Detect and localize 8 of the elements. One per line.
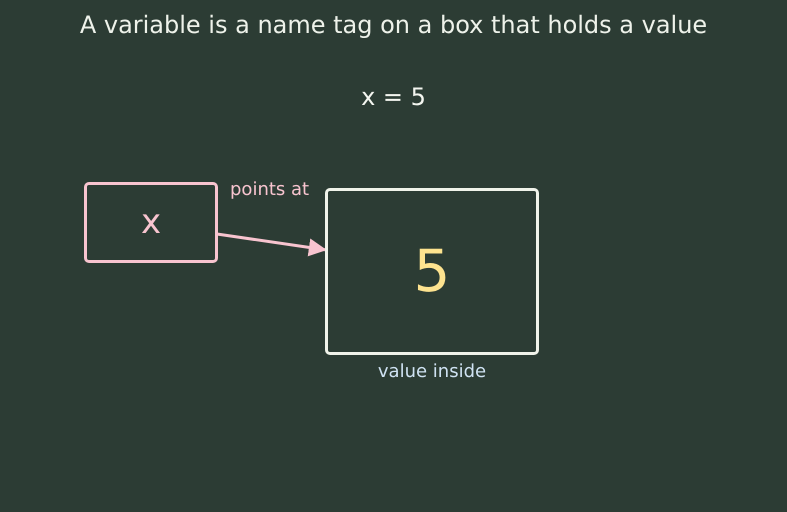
variable-name: x xyxy=(140,204,162,242)
code-statement: x = 5 xyxy=(360,82,427,112)
name-tag-box xyxy=(84,182,218,263)
arrow xyxy=(216,232,327,256)
box-caption: value inside xyxy=(376,361,488,383)
value-text: 5 xyxy=(414,240,450,304)
value-box xyxy=(325,188,539,355)
title: A variable is a name tag on a box that holds a value xyxy=(78,10,708,40)
